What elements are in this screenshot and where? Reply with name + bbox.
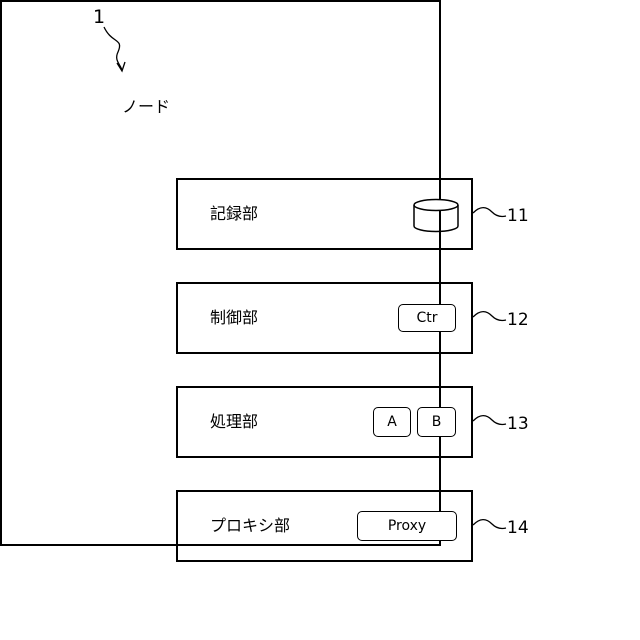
figure-pointer-arrow	[104, 27, 122, 70]
leader-line-13	[473, 416, 506, 425]
b-chip: B	[417, 407, 456, 437]
ref-number-12: 12	[507, 310, 529, 330]
node-title: ノード	[122, 97, 170, 117]
recording-unit-label: 記録部	[210, 204, 258, 224]
proxy-unit-label: プロキシ部	[210, 516, 290, 536]
control-unit: 制御部 Ctr	[176, 282, 473, 354]
proxy-chip: Proxy	[357, 511, 457, 541]
proxy-unit: プロキシ部 Proxy	[176, 490, 473, 562]
ctr-chip-label: Ctr	[416, 310, 437, 326]
ref-number-13: 13	[507, 414, 529, 434]
ref-number-11: 11	[507, 206, 529, 226]
processing-unit-label: 処理部	[210, 412, 258, 432]
recording-unit: 記録部	[176, 178, 473, 250]
a-chip-label: A	[387, 414, 397, 430]
leader-line-11	[473, 208, 506, 217]
control-unit-label: 制御部	[210, 308, 258, 328]
leader-line-12	[473, 312, 506, 321]
database-cylinder-icon	[412, 198, 460, 234]
figure-number: 1	[93, 6, 105, 28]
leader-line-14	[473, 520, 506, 529]
ctr-chip: Ctr	[398, 304, 456, 332]
ref-number-14: 14	[507, 518, 529, 538]
b-chip-label: B	[432, 414, 442, 430]
a-chip: A	[373, 407, 411, 437]
processing-unit: 処理部 A B	[176, 386, 473, 458]
proxy-chip-label: Proxy	[388, 518, 426, 534]
